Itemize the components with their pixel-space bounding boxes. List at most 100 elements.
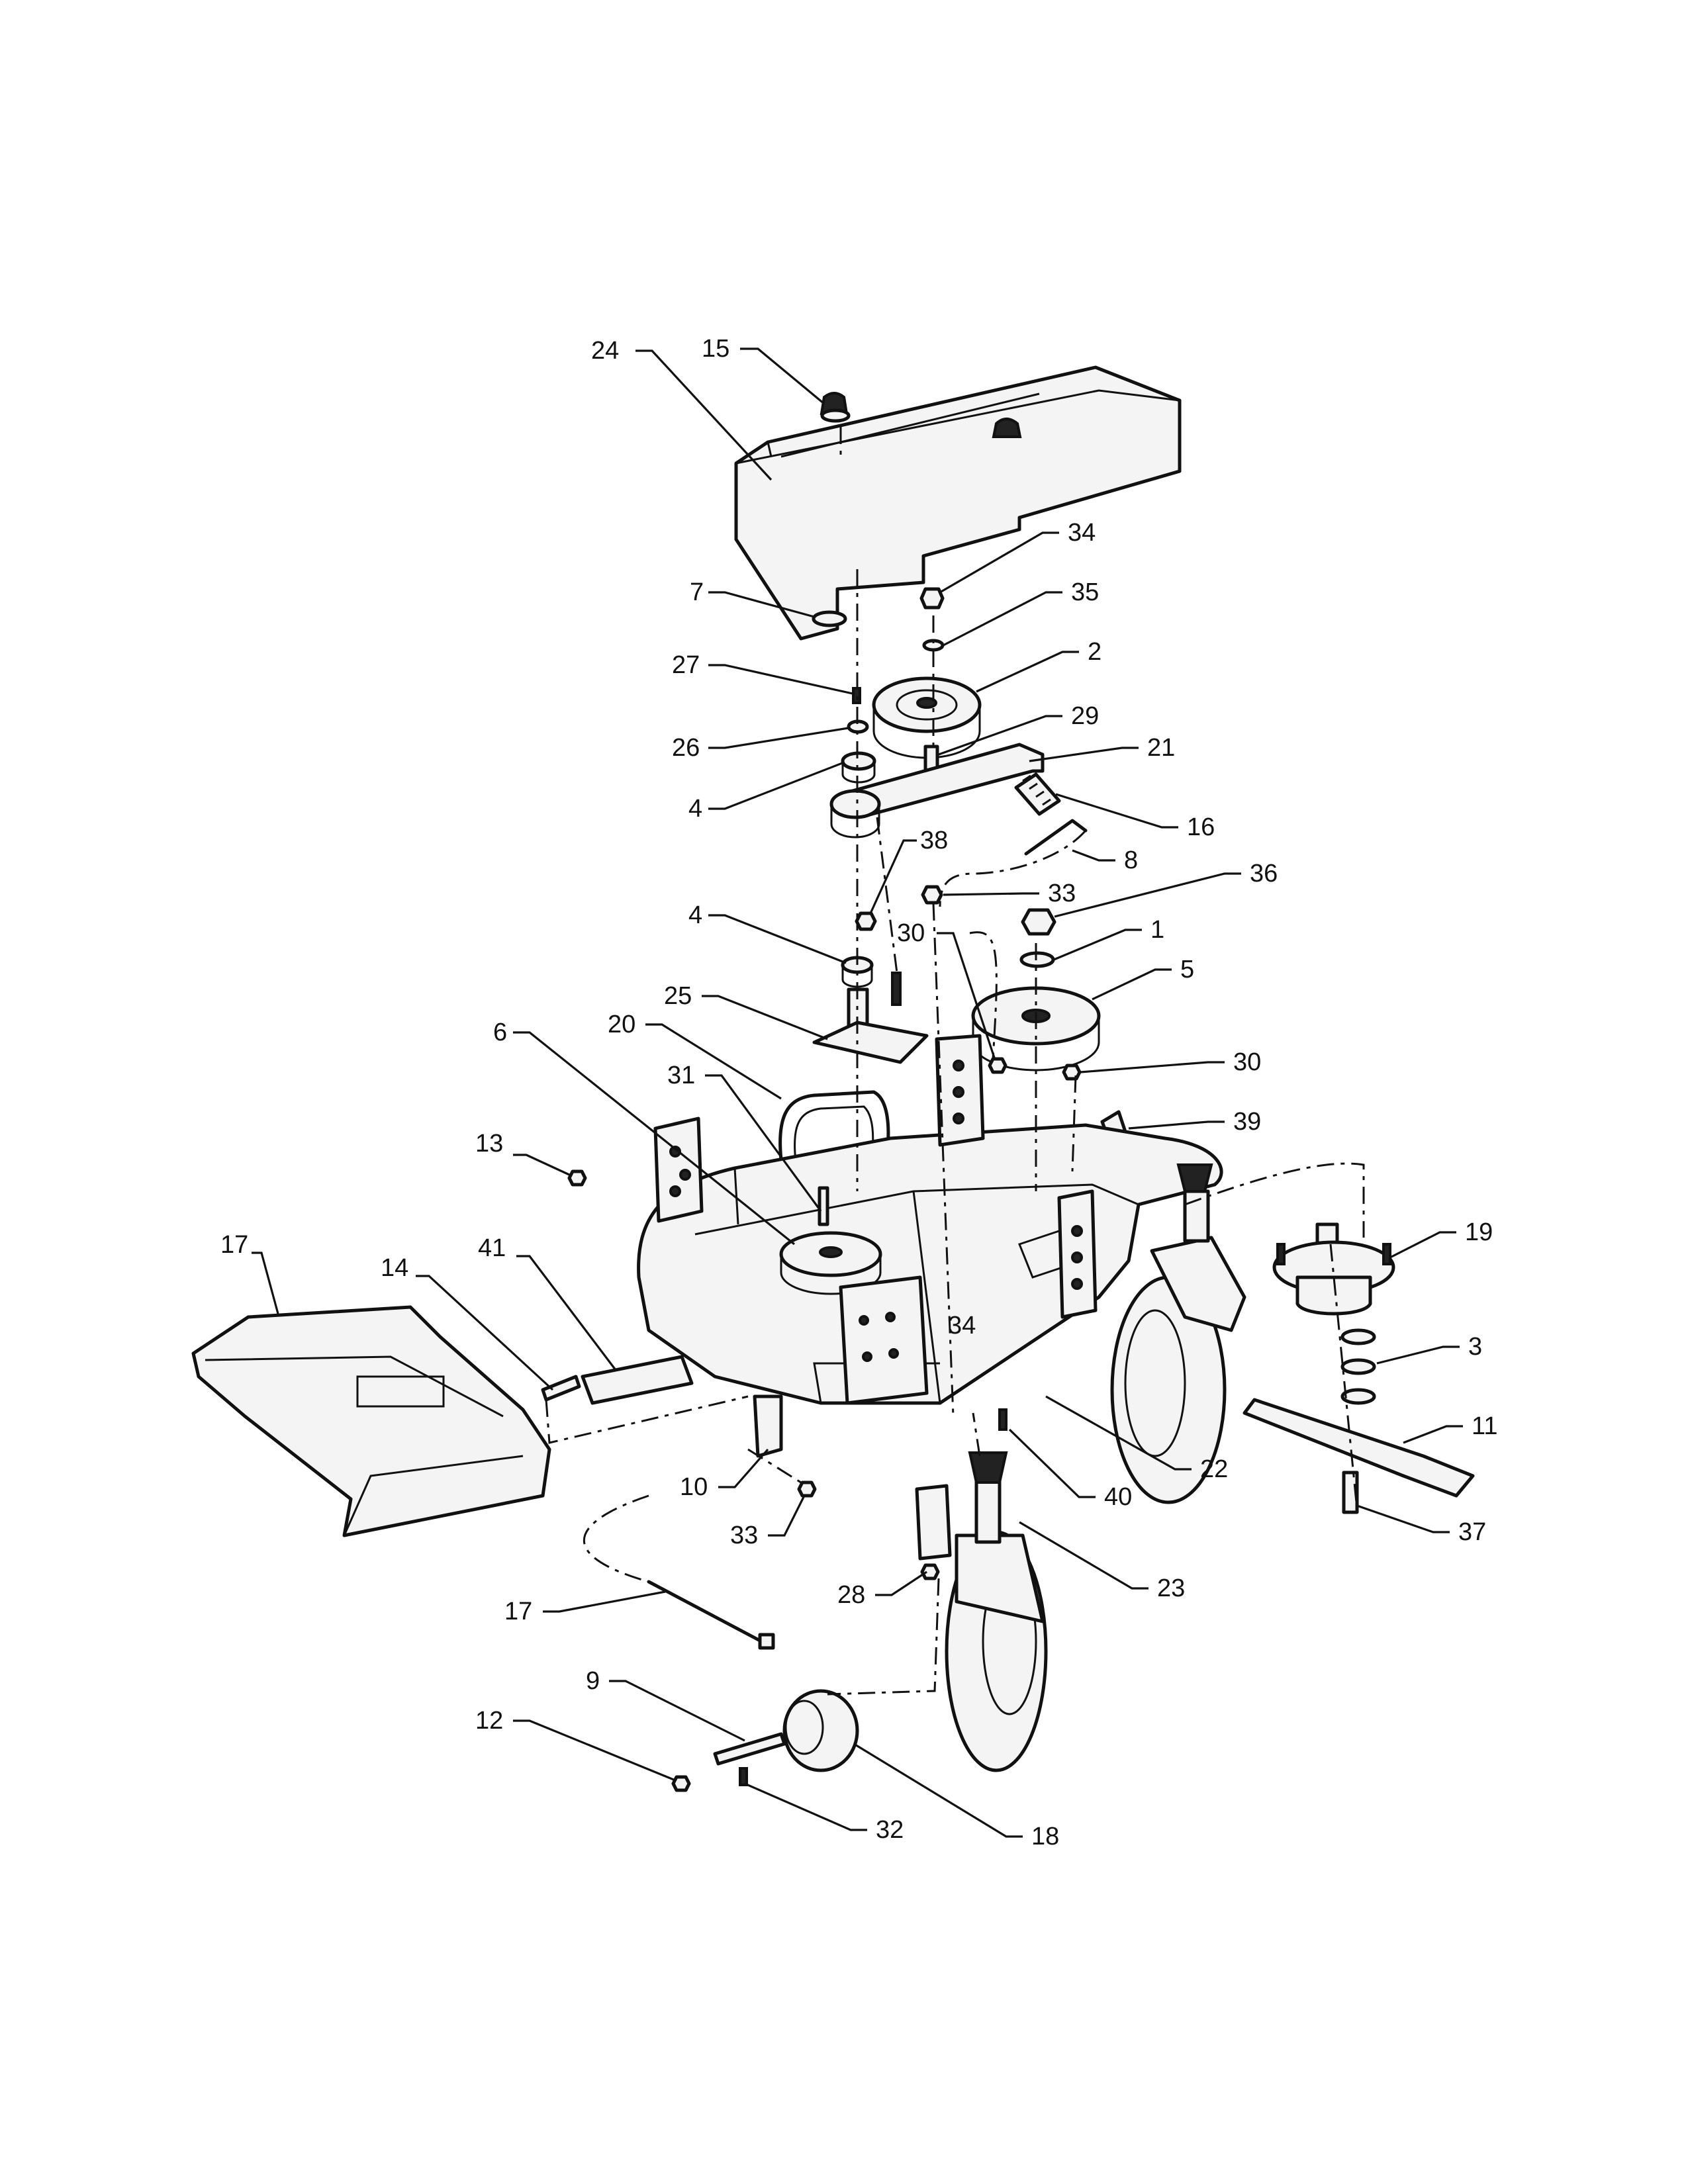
grass-chute-17 — [191, 1305, 551, 1537]
chute-plate-41 — [581, 1355, 694, 1405]
callout-label: 18 — [1031, 1823, 1059, 1850]
callout-label: 4 — [688, 901, 702, 929]
callout-25: 25 — [664, 982, 828, 1040]
callout-label: 17 — [220, 1231, 248, 1259]
callout-label: 10 — [680, 1473, 708, 1501]
callout-41: 41 — [478, 1234, 617, 1371]
callout-14: 14 — [381, 1254, 554, 1391]
callout-4-lower: 4 — [688, 901, 847, 964]
washer-3c — [1340, 1388, 1376, 1405]
callout-label: 32 — [876, 1816, 904, 1844]
callout-40: 40 — [1008, 1428, 1132, 1511]
mount-plate-25 — [812, 1021, 929, 1064]
deck-bracket-right — [1057, 1189, 1098, 1319]
callout-label: 9 — [586, 1667, 600, 1695]
chute-rod-end — [758, 1633, 775, 1650]
callout-label: 22 — [1200, 1455, 1228, 1483]
washer-7 — [812, 610, 847, 627]
callout-36: 36 — [1054, 860, 1278, 918]
callout-label: 25 — [664, 982, 692, 1010]
callout-label: 31 — [667, 1062, 695, 1089]
callout-11: 11 — [1403, 1412, 1497, 1444]
bolt-27 — [852, 687, 861, 704]
callout-37: 37 — [1356, 1504, 1486, 1546]
callout-21: 21 — [1029, 734, 1175, 762]
callout-label: 33 — [1048, 880, 1076, 907]
callout-label: 41 — [478, 1234, 506, 1262]
callout-17-chute: 17 — [220, 1231, 279, 1314]
callout-label: 7 — [690, 578, 704, 606]
callout-label: 21 — [1147, 734, 1175, 762]
callout-17-rod: 17 — [504, 1590, 666, 1625]
callout-label: 3 — [1468, 1333, 1482, 1361]
bolt-40 — [998, 1408, 1008, 1431]
washer-3b — [1340, 1358, 1376, 1375]
deck-spindle-post — [818, 1186, 829, 1226]
callout-label: 26 — [672, 734, 700, 762]
callout-label: 23 — [1157, 1574, 1185, 1602]
callout-23: 23 — [1019, 1521, 1185, 1602]
callout-31: 31 — [667, 1062, 822, 1212]
washer-3a — [1340, 1328, 1376, 1345]
callout-label: 6 — [493, 1019, 507, 1046]
callout-19: 19 — [1389, 1218, 1493, 1259]
callout-label: 36 — [1250, 860, 1278, 887]
callout-label: 4 — [688, 795, 702, 823]
callout-label: 17 — [504, 1598, 532, 1625]
callout-8: 8 — [1072, 846, 1138, 874]
nut-30-right — [1062, 1064, 1082, 1081]
idler-pulley — [872, 676, 982, 759]
callout-4-upper: 4 — [688, 761, 845, 823]
callout-label: 1 — [1150, 916, 1164, 944]
callout-label: 29 — [1071, 702, 1099, 730]
wing-knob-on-cover — [992, 418, 1022, 438]
deck-bracket-left — [653, 1116, 704, 1223]
anti-scalp-wheel-18 — [782, 1689, 859, 1772]
callout-32: 32 — [744, 1782, 904, 1844]
nut-33-upper — [921, 885, 943, 905]
callout-28: 28 — [837, 1570, 927, 1609]
spring-16 — [1014, 772, 1061, 816]
callout-2: 2 — [976, 638, 1102, 693]
callout-38: 38 — [869, 827, 948, 914]
callout-34: 34 — [939, 519, 1096, 594]
callout-label: 16 — [1187, 813, 1215, 841]
rod-8 — [1024, 819, 1088, 856]
blade-11 — [1243, 1398, 1475, 1498]
callout-label: 38 — [920, 827, 948, 854]
callout-30-left: 30 — [897, 919, 996, 1058]
nut-13 — [567, 1169, 587, 1187]
deck-bracket-center — [935, 1034, 985, 1147]
callout-label: 39 — [1233, 1108, 1261, 1136]
deck-front-bracket — [753, 1394, 783, 1458]
callout-30-right: 30 — [1080, 1048, 1261, 1076]
nut-38 — [855, 911, 877, 931]
nut-12 — [671, 1775, 691, 1792]
callout-label: 12 — [475, 1707, 503, 1735]
callout-24: 24 — [591, 337, 773, 481]
caster-wheel-front — [915, 1451, 1048, 1772]
callout-label: 37 — [1458, 1518, 1486, 1546]
deck-mount-plate — [839, 1275, 929, 1405]
callout-label: 33 — [730, 1522, 758, 1549]
nut-34 — [919, 587, 945, 610]
nut-30-left — [988, 1057, 1008, 1074]
callout-label: 30 — [1233, 1048, 1261, 1076]
callout-6: 6 — [493, 1019, 795, 1246]
spindle-assembly-19 — [1272, 1222, 1395, 1316]
callout-label: 30 — [897, 919, 925, 947]
callout-label: 34 — [1068, 519, 1096, 547]
callout-39: 39 — [1128, 1108, 1261, 1136]
callout-5: 5 — [1092, 956, 1194, 1001]
chute-spring-14 — [541, 1375, 581, 1402]
callout-7: 7 — [690, 578, 815, 618]
nut-36 — [1021, 908, 1056, 936]
callout-15: 15 — [702, 335, 825, 405]
callout-label: 11 — [1472, 1412, 1497, 1440]
callout-label: 28 — [837, 1581, 865, 1609]
callout-27: 27 — [672, 651, 853, 695]
bolt-37 — [1342, 1471, 1359, 1514]
callout-12: 12 — [475, 1707, 676, 1782]
callout-18: 18 — [853, 1743, 1059, 1850]
